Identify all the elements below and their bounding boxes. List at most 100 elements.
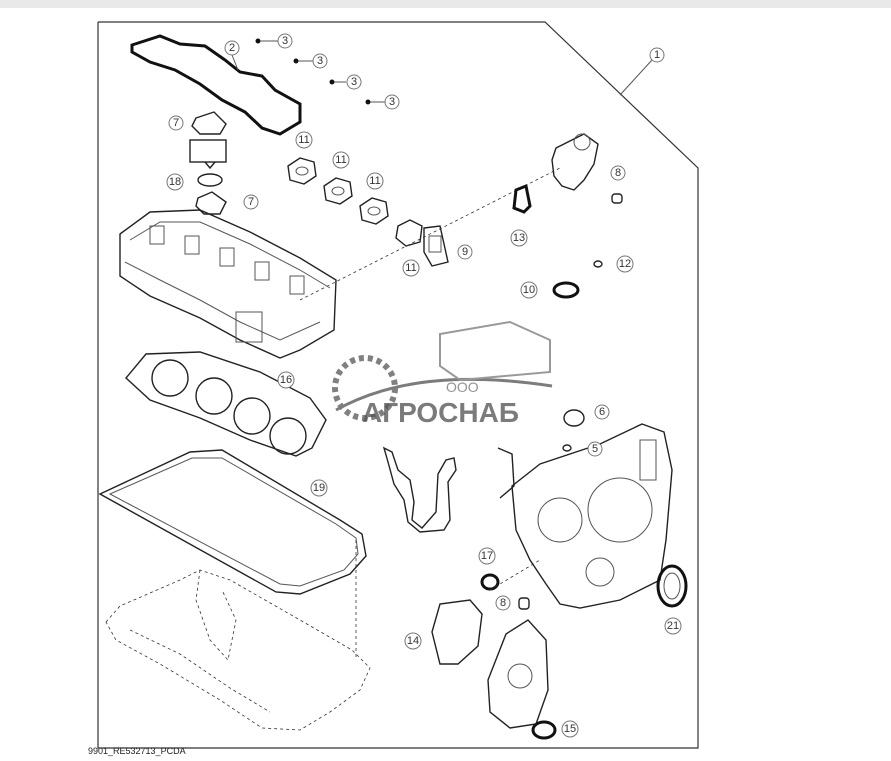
svg-text:18: 18 (169, 176, 181, 188)
gasket-hole-11c (367, 206, 381, 216)
plug-8a (611, 193, 623, 204)
swoosh-icon (335, 377, 553, 412)
head-port-4 (254, 261, 270, 281)
callout-13[interactable]: 13 (510, 229, 528, 247)
callout-8a[interactable]: 8 (610, 165, 626, 181)
o-ring-5 (562, 444, 572, 452)
callout-11c[interactable]: 11 (366, 172, 384, 190)
outlet-bore (573, 133, 591, 151)
oil-pan-floor (129, 629, 271, 713)
callout-3d[interactable]: 3 (384, 94, 400, 110)
callout-1[interactable]: 1 (649, 47, 665, 63)
gasket-9 (423, 225, 449, 267)
svg-text:11: 11 (369, 175, 380, 187)
diagram-frame (97, 21, 699, 749)
svg-text:11: 11 (405, 262, 416, 274)
callout-8b[interactable]: 8 (495, 595, 511, 611)
oil-pan-sump (195, 569, 237, 661)
callout-17[interactable]: 17 (478, 547, 496, 565)
pump-bore (507, 663, 533, 689)
svg-text:11: 11 (335, 154, 346, 166)
leader-2 (231, 54, 239, 71)
svg-text:7: 7 (173, 117, 179, 129)
gasket-13 (512, 183, 532, 214)
callout-16[interactable]: 16 (277, 371, 295, 389)
callout-6[interactable]: 6 (594, 404, 610, 420)
callout-3c[interactable]: 3 (346, 74, 362, 90)
callout-19[interactable]: 19 (310, 479, 328, 497)
svg-text:19: 19 (313, 482, 325, 494)
flange-gasket-7a (191, 111, 227, 135)
cover-slot (639, 439, 657, 481)
harvester-icon (439, 320, 551, 382)
svg-text:7: 7 (248, 196, 254, 208)
watermark-brand: АГРОСНАБ (362, 397, 519, 428)
cylinder-head (119, 209, 337, 359)
o-ring-17 (480, 573, 500, 591)
plug-8b (518, 597, 530, 610)
head-gasket (125, 351, 327, 457)
head-port-2 (184, 235, 200, 255)
head-port-1 (149, 225, 165, 245)
callout-18[interactable]: 18 (166, 173, 184, 191)
o-ring-18 (197, 173, 223, 187)
callout-14[interactable]: 14 (404, 632, 422, 650)
housing-neck (204, 161, 216, 170)
svg-text:15: 15 (564, 723, 576, 735)
o-ring-15 (531, 720, 557, 740)
callout-5[interactable]: 5 (587, 441, 603, 457)
oil-pan (105, 569, 371, 731)
flange-gasket-7b (195, 191, 227, 215)
svg-text:16: 16 (280, 374, 292, 386)
front-cover-gasket (382, 446, 457, 533)
callout-12[interactable]: 12 (616, 255, 634, 273)
water-outlet-housing (551, 133, 599, 191)
plug-3b (293, 58, 299, 64)
svg-text:1: 1 (654, 49, 660, 61)
guide-line-c (489, 559, 541, 591)
svg-text:10: 10 (523, 284, 535, 296)
gasket-9-window (428, 235, 442, 253)
exhaust-gasket-11b (323, 177, 353, 205)
callout-15[interactable]: 15 (561, 720, 579, 738)
callout-7a[interactable]: 7 (168, 115, 184, 131)
exhaust-gasket-11d (395, 219, 423, 247)
gasket-hole-11a (295, 166, 309, 176)
callout-21[interactable]: 21 (664, 617, 682, 635)
callout-11a[interactable]: 11 (295, 131, 313, 149)
front-seal-inner (663, 572, 681, 600)
gasket-14 (431, 599, 483, 665)
callout-7b[interactable]: 7 (243, 194, 259, 210)
seal-10 (552, 281, 580, 299)
callout-11b[interactable]: 11 (332, 151, 350, 169)
callout-11d[interactable]: 11 (402, 259, 420, 277)
svg-text:17: 17 (481, 550, 493, 562)
gasket-hole-11b (331, 186, 345, 196)
callout-9[interactable]: 9 (457, 244, 473, 260)
callout-10[interactable]: 10 (520, 281, 538, 299)
svg-text:8: 8 (615, 167, 621, 179)
svg-text:14: 14 (407, 635, 419, 647)
svg-text:3: 3 (282, 35, 288, 47)
svg-text:9: 9 (462, 246, 468, 258)
watermark-prefix: ООО (446, 379, 479, 395)
cover-bore-1 (537, 497, 583, 543)
oil-pump-housing (487, 619, 549, 729)
gasket-segment (497, 447, 515, 499)
svg-text:11: 11 (298, 134, 309, 146)
svg-text:3: 3 (317, 55, 323, 67)
cover-bore-2 (587, 477, 653, 543)
callout-3b[interactable]: 3 (312, 53, 328, 69)
plug-3a (255, 38, 261, 44)
exhaust-gasket-11c (359, 197, 389, 225)
callout-2[interactable]: 2 (224, 40, 240, 56)
callout-3a[interactable]: 3 (277, 33, 293, 49)
watermark-logo: ООО АГРОСНАБ (332, 320, 553, 428)
head-detail-2 (124, 261, 321, 341)
bore-4 (269, 417, 307, 455)
valve-cover-gasket (130, 34, 302, 136)
plug-3c (329, 79, 335, 85)
bore-3 (233, 397, 271, 435)
oil-pan-gasket-inner (108, 457, 359, 587)
top-bar (0, 0, 891, 8)
